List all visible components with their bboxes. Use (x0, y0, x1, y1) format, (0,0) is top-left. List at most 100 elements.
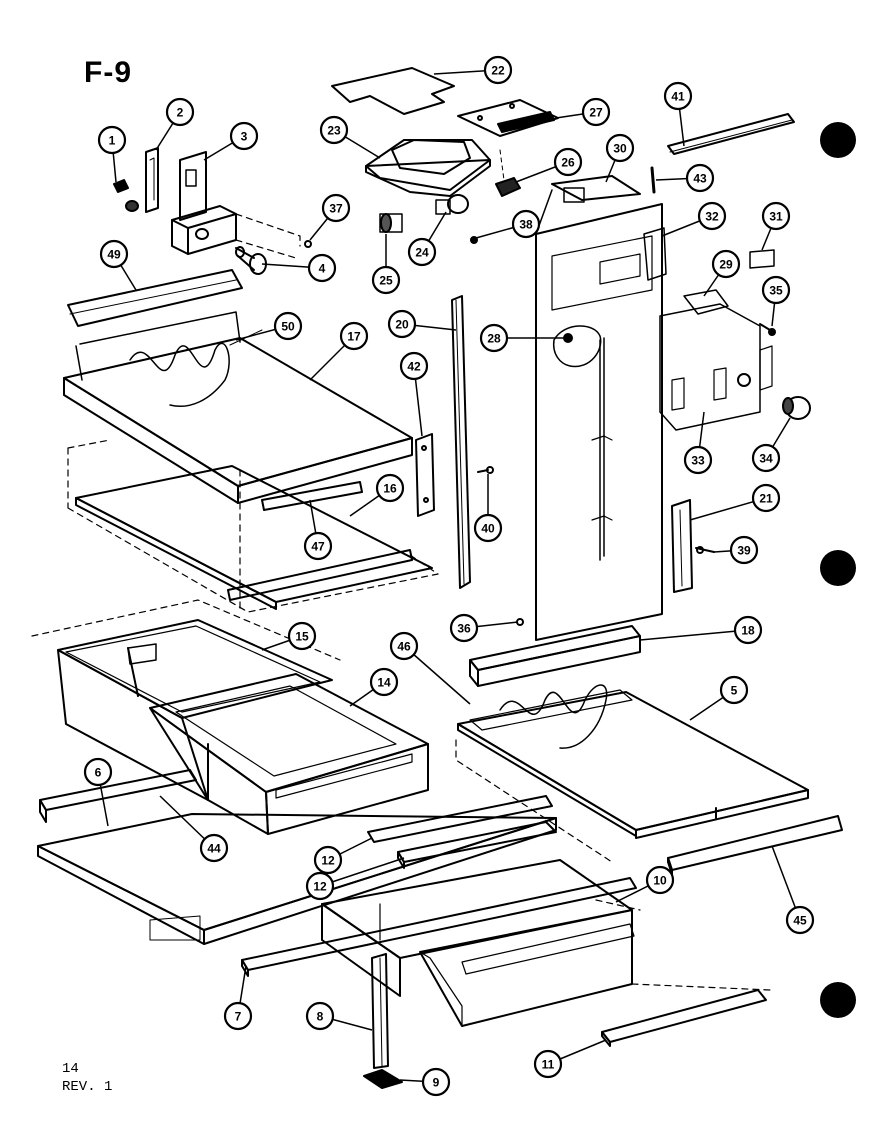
callout-leader-line (403, 645, 471, 705)
callout-balloon (273, 311, 303, 341)
callout-balloon (605, 133, 635, 163)
callout-number: 33 (691, 454, 705, 468)
callout-number: 14 (377, 676, 391, 690)
callout-balloon (399, 351, 429, 381)
part-screw-35 (759, 323, 776, 336)
revision-label: REV. 1 (62, 1079, 113, 1095)
part-hinge-21 (671, 499, 693, 593)
callout-number: 49 (107, 248, 121, 262)
part-trim-strip-48 (67, 269, 243, 327)
callout-number: 6 (95, 766, 102, 780)
part-screw-43 (650, 166, 656, 194)
callout-balloon (83, 757, 113, 787)
callout-number: 24 (415, 246, 429, 260)
part-crisper-cover-16 (67, 439, 439, 613)
callout-number: 26 (561, 156, 575, 170)
callout-balloon (511, 209, 541, 239)
part-light-housing-23 (365, 139, 491, 197)
callout-number: 9 (433, 1076, 440, 1090)
part-control-bracket-29 (659, 289, 773, 431)
part-heater-wire-46 (499, 684, 608, 749)
callout-balloon (533, 1049, 563, 1079)
callout-balloon (685, 163, 715, 193)
callout-balloon (785, 905, 815, 935)
part-bracket-2 (145, 147, 159, 213)
callout-balloon (751, 443, 781, 473)
figure-title: F-9 (84, 56, 132, 89)
callout-number: 8 (317, 1010, 324, 1024)
callout-balloon (473, 513, 503, 543)
callout-number: 44 (207, 842, 221, 856)
callout-balloon (729, 535, 759, 565)
callout-number: 25 (379, 274, 393, 288)
part-rail-41 (667, 113, 795, 155)
callout-balloon (371, 265, 401, 295)
callout-balloon (389, 631, 419, 661)
callout-number: 18 (741, 624, 755, 638)
callout-balloon (387, 309, 417, 339)
callout-balloon (305, 1001, 335, 1031)
callout-number: 23 (327, 124, 341, 138)
part-switch-26 (495, 149, 521, 197)
page-footer: 14 REV. 1 (62, 1060, 112, 1096)
part-label-31 (749, 249, 775, 269)
callout-balloon (683, 445, 713, 475)
callout-balloon (553, 147, 583, 177)
callout-balloon (307, 253, 337, 283)
callout-balloon (761, 201, 791, 231)
part-shelf-5 (457, 689, 809, 839)
callout-balloon (319, 115, 349, 145)
part-rail-44 (39, 769, 197, 823)
part-bracket-42 (415, 433, 435, 517)
part-nut-50 (125, 200, 139, 212)
callout-number: 5 (731, 684, 738, 698)
callout-number: 31 (769, 210, 783, 224)
callout-number: 36 (457, 622, 471, 636)
callout-number: 42 (407, 360, 421, 374)
part-screw-38 (470, 236, 478, 244)
callout-number: 27 (589, 106, 603, 120)
callout-balloon (97, 125, 127, 155)
callout-number: 37 (329, 202, 343, 216)
callout-balloon (479, 323, 509, 353)
callout-number: 35 (769, 284, 783, 298)
binder-hole-middle (820, 550, 856, 586)
part-leg-8 (371, 953, 389, 1069)
part-divider-post-20 (451, 295, 471, 589)
page-number: 14 (62, 1061, 79, 1077)
callout-leader-line (319, 857, 405, 887)
part-screw-37 (304, 240, 312, 248)
callout-balloon (199, 833, 229, 863)
callout-balloon (645, 865, 675, 895)
callout-number: 47 (311, 540, 325, 554)
part-socket-25 (379, 213, 403, 233)
binder-hole-top (820, 122, 856, 158)
callout-balloon (663, 81, 693, 111)
part-rail-18 (469, 625, 641, 687)
callout-number: 40 (481, 522, 495, 536)
callout-number: 7 (235, 1010, 242, 1024)
callout-number: 12 (313, 880, 327, 894)
part-screw-40 (477, 466, 494, 474)
callout-balloon (229, 121, 259, 151)
callout-number: 21 (759, 492, 773, 506)
callout-number: 4 (319, 262, 326, 276)
callout-number: 30 (613, 142, 627, 156)
callout-balloon (375, 473, 405, 503)
callout-number: 16 (383, 482, 397, 496)
callout-balloon (483, 55, 513, 85)
part-knob-34 (782, 396, 811, 420)
binder-hole-bottom (820, 982, 856, 1018)
callout-number: 50 (281, 320, 295, 334)
callout-number: 12 (321, 854, 335, 868)
callout-number: 32 (705, 210, 719, 224)
part-crisper-10 (321, 859, 771, 1027)
callout-number: 15 (295, 630, 309, 644)
callout-balloon (407, 237, 437, 267)
callout-balloon (313, 845, 343, 875)
callout-number: 2 (177, 106, 184, 120)
callout-number: 45 (793, 914, 807, 928)
